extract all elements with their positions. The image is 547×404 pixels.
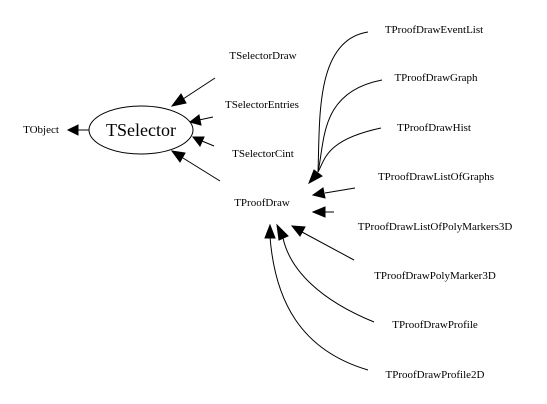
node-tproofdrawpolymarker3d[interactable]: TProofDrawPolyMarker3D [374, 270, 496, 282]
arrowhead-profile2d [264, 223, 276, 239]
node-tselectorentries[interactable]: TSelectorEntries [225, 99, 299, 111]
tselector-ellipse [88, 105, 194, 155]
arrowhead-tselectorcint [191, 136, 205, 147]
edge-hist-tproofdraw [317, 127, 382, 173]
node-label-tselectorentries: TSelectorEntries [225, 99, 299, 111]
edge-tselectorentries-tselector [198, 116, 214, 121]
node-tproofdrawlistofpolymarkers3d[interactable]: TProofDrawListOfPolyMarkers3D [358, 221, 513, 233]
node-tobject[interactable]: TObject [23, 124, 59, 136]
edge-tproofdraw-tselector [182, 157, 221, 182]
arrowhead-polymarker3d [290, 225, 306, 237]
node-label-tproofdrawprofile2d: TProofDrawProfile2D [386, 369, 485, 381]
node-tproofdrawprofile2d[interactable]: TProofDrawProfile2D [386, 369, 485, 381]
arrowhead-tselectorentries [188, 114, 202, 126]
arrowhead-eventlist [308, 169, 323, 185]
node-tproofdrawprofile[interactable]: TProofDrawProfile [392, 319, 478, 331]
node-label-tproofdrawlistofpolymarkers3d: TProofDrawListOfPolyMarkers3D [358, 221, 513, 233]
inheritance-edges [77, 31, 383, 371]
arrowhead-tobject [66, 124, 79, 136]
node-label-tselector: TSelector [106, 120, 176, 140]
node-label-tproofdrawgraph: TProofDrawGraph [394, 72, 478, 84]
node-tselectorcint[interactable]: TSelectorCint [232, 148, 294, 160]
arrowhead-listofpolymarkers3d [311, 206, 326, 218]
node-tselectordraw[interactable]: TSelectorDraw [229, 50, 296, 62]
edge-profile-tproofdraw [282, 237, 375, 323]
node-label-tproofdrawlistofgraphs: TProofDrawListOfGraphs [378, 171, 494, 183]
edge-graph-tproofdraw [317, 79, 383, 173]
edge-listofgraphs-tproofdraw [324, 187, 356, 194]
edge-polymarker3d-tproofdraw [301, 231, 355, 261]
node-label-tproofdrawhist: TProofDrawHist [397, 122, 471, 134]
node-tproofdraweventlist[interactable]: TProofDrawEventList [385, 24, 483, 36]
edge-tselectordraw-tselector [182, 77, 216, 100]
arrowhead-tproofdraw-to-tselector [170, 150, 186, 163]
node-tproofdrawlistofgraphs[interactable]: TProofDrawListOfGraphs [378, 171, 494, 183]
node-tproofdrawhist[interactable]: TProofDrawHist [397, 122, 471, 134]
edge-profile2d-tproofdraw [269, 236, 369, 371]
arrowhead-tselectordraw [170, 93, 187, 107]
node-label-tselectorcint: TSelectorCint [232, 148, 294, 160]
arrowhead-listofgraphs [311, 187, 326, 199]
node-label-tproofdrawprofile: TProofDrawProfile [392, 319, 478, 331]
node-label-tproofdraweventlist: TProofDrawEventList [385, 24, 483, 36]
node-label-tproofdrawpolymarker3d: TProofDrawPolyMarker3D [374, 270, 496, 282]
node-label-tproofdraw: TProofDraw [234, 197, 290, 209]
node-tselector[interactable]: TSelector [88, 105, 194, 155]
arrow-heads [66, 93, 326, 241]
node-label-tselectordraw: TSelectorDraw [229, 50, 296, 62]
node-tproofdrawgraph[interactable]: TProofDrawGraph [394, 72, 478, 84]
node-label-tobject: TObject [23, 124, 59, 136]
edge-tselectorcint-tselector [201, 140, 215, 147]
edge-eventlist-tproofdraw [317, 31, 369, 173]
node-tproofdraw[interactable]: TProofDraw [234, 197, 290, 209]
arrowhead-profile [276, 223, 289, 241]
